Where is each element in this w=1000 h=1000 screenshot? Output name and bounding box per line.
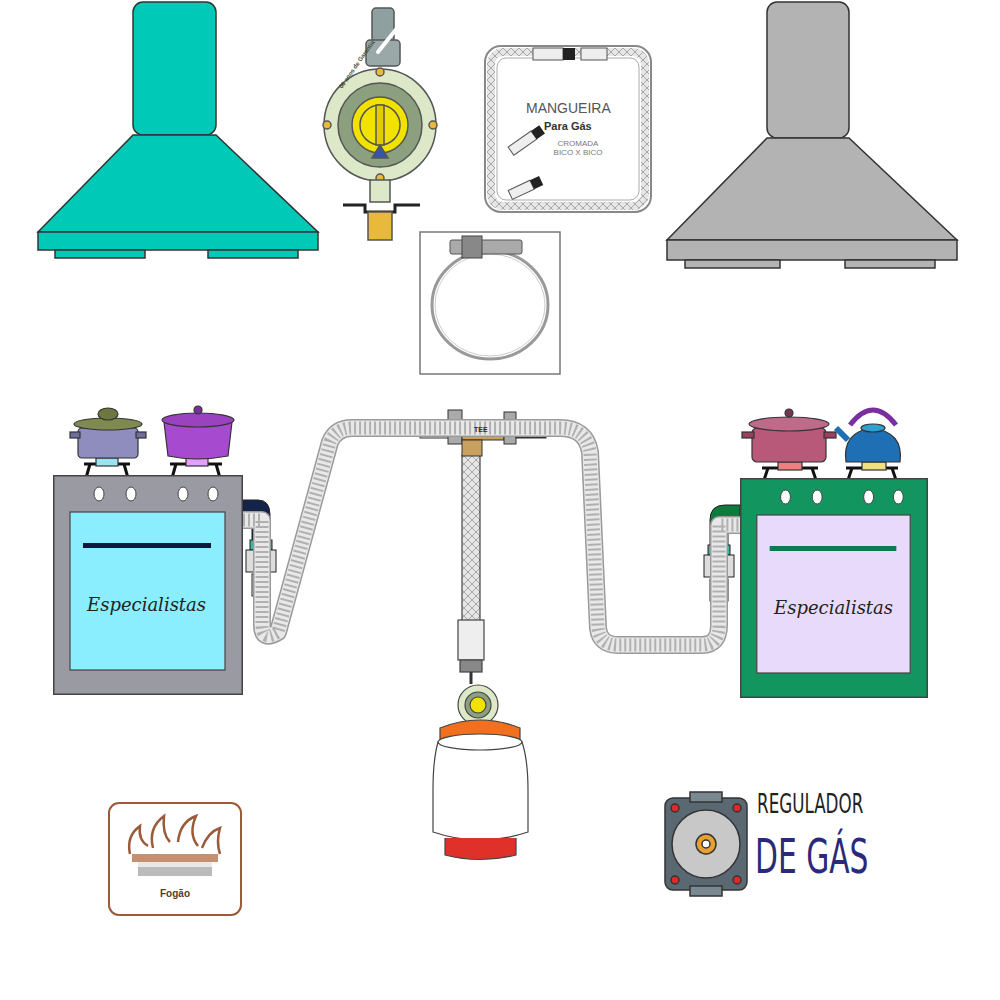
gas-cylinder bbox=[433, 455, 528, 860]
label-text: REGULADOR bbox=[757, 790, 863, 817]
gas-regulator bbox=[323, 8, 437, 240]
node-text: MANGUEIRA bbox=[526, 100, 611, 116]
range-hood bbox=[667, 2, 957, 268]
cookware bbox=[742, 409, 900, 480]
cookware bbox=[70, 406, 234, 478]
label-text: TEE bbox=[474, 426, 488, 433]
node-box: Especialistas bbox=[53, 475, 243, 695]
range-hood bbox=[38, 2, 318, 258]
gas-hose bbox=[243, 428, 740, 645]
node-text: Fogão bbox=[160, 888, 190, 900]
stove-body bbox=[53, 475, 243, 695]
label-text: DE GÁS bbox=[755, 832, 868, 880]
node-text: Para Gás bbox=[544, 120, 592, 133]
node-text: Especialistas bbox=[87, 595, 206, 616]
stove-body bbox=[740, 478, 928, 698]
node-text: Especialistas bbox=[774, 598, 893, 619]
hose-clamp bbox=[420, 232, 560, 374]
node-box: Especialistas bbox=[740, 478, 928, 698]
node-box: Fogão bbox=[108, 802, 242, 916]
node-box: MANGUEIRA Para GásCROMADA BICO X BICO bbox=[483, 44, 653, 214]
regulator-icon bbox=[665, 792, 747, 896]
node-text: CROMADA BICO X BICO bbox=[550, 139, 606, 157]
